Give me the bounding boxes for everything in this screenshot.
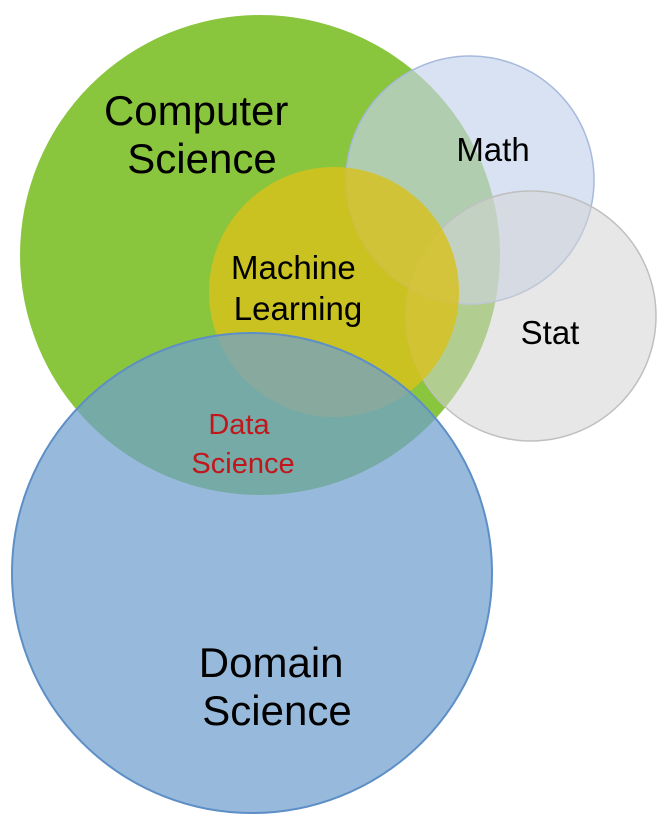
computer-science-label: Computer Science [104, 87, 300, 182]
data-science-label-line-2: Science [191, 448, 294, 480]
data-science-label-line-1: Data [208, 409, 270, 441]
machine-learning-label-line-1: Machine [231, 249, 356, 286]
math-label: Math [456, 131, 529, 168]
domain-science-label: Domain Science [199, 639, 355, 734]
machine-learning-label: Machine Learning [231, 249, 365, 327]
machine-learning-label-line-2: Learning [234, 290, 362, 327]
data-science-label: Data Science [191, 409, 294, 480]
domain-science-circle [11, 332, 493, 814]
computer-science-label-line-2: Science [127, 135, 276, 182]
computer-science-label-line-1: Computer [104, 87, 288, 134]
domain-science-label-line-2: Science [202, 687, 351, 734]
domain-science-label-line-1: Domain [199, 639, 344, 686]
stat-label: Stat [521, 314, 580, 351]
stat-label-line-1: Stat [521, 314, 580, 351]
math-label-line-1: Math [456, 131, 529, 168]
